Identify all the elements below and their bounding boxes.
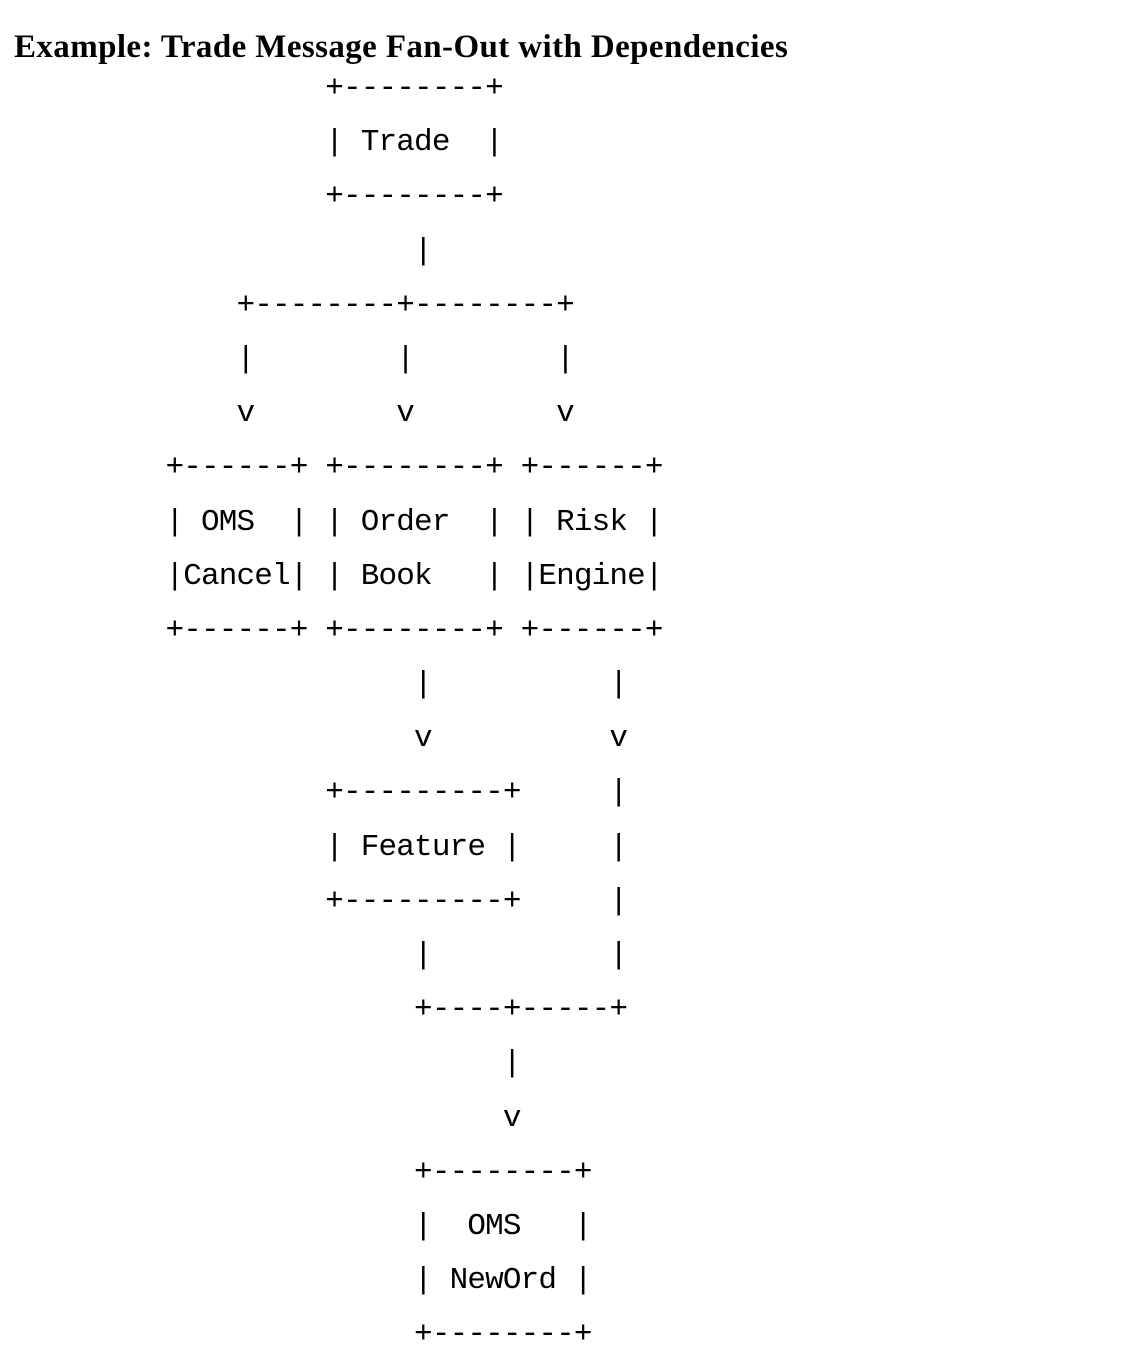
diagram-line-tier2-label1: | OMS | | Order | | Risk | xyxy=(59,504,664,540)
diagram-line-fanout-drops: | | | xyxy=(59,341,575,377)
diagram-line-tier2-bottom: +------+ +--------+ +------+ xyxy=(59,612,664,648)
diagram-line-tier2-stems: | | xyxy=(59,667,628,703)
diagram-line-feature-top: +---------+ | xyxy=(59,775,628,811)
diagram-line-merge-bus: +----+-----+ xyxy=(59,992,628,1028)
diagram-line-trade-label: | Trade | xyxy=(59,125,503,161)
diagram-line-sink-label1: | OMS | xyxy=(59,1208,592,1244)
diagram-line-trade-stem: | xyxy=(59,233,433,269)
diagram-line-feature-bottom: +---------+ | xyxy=(59,883,628,919)
diagram-line-merge-stems: | | xyxy=(59,938,628,973)
diagram-line-feature-label: | Feature | | xyxy=(59,829,628,865)
ascii-diagram: +--------+ | Trade | +--------+ | +-----… xyxy=(59,62,664,1363)
diagram-line-sink-label2: | NewOrd | xyxy=(59,1263,592,1299)
diagram-line-tier2-top: +------+ +--------+ +------+ xyxy=(59,450,664,486)
diagram-line-tier2-label2: |Cancel| | Book | |Engine| xyxy=(59,558,664,594)
diagram-line-sink-top: +--------+ xyxy=(59,1154,592,1190)
diagram-line-fanout-arrows: v v v xyxy=(59,396,575,432)
diagram-line-trade-top: +--------+ xyxy=(59,71,503,106)
diagram-line-fanout-bus: +--------+--------+ xyxy=(59,287,575,323)
diagram-line-sink-bottom: +--------+ xyxy=(59,1317,592,1353)
diagram-line-tier2-arrows: v v xyxy=(59,721,628,757)
page-title: Example: Trade Message Fan-Out with Depe… xyxy=(14,29,789,66)
diagram-line-merge-arrow: v xyxy=(59,1100,522,1136)
diagram-line-merge-stem: | xyxy=(59,1046,522,1082)
diagram-line-trade-bottom: +--------+ xyxy=(59,179,503,215)
